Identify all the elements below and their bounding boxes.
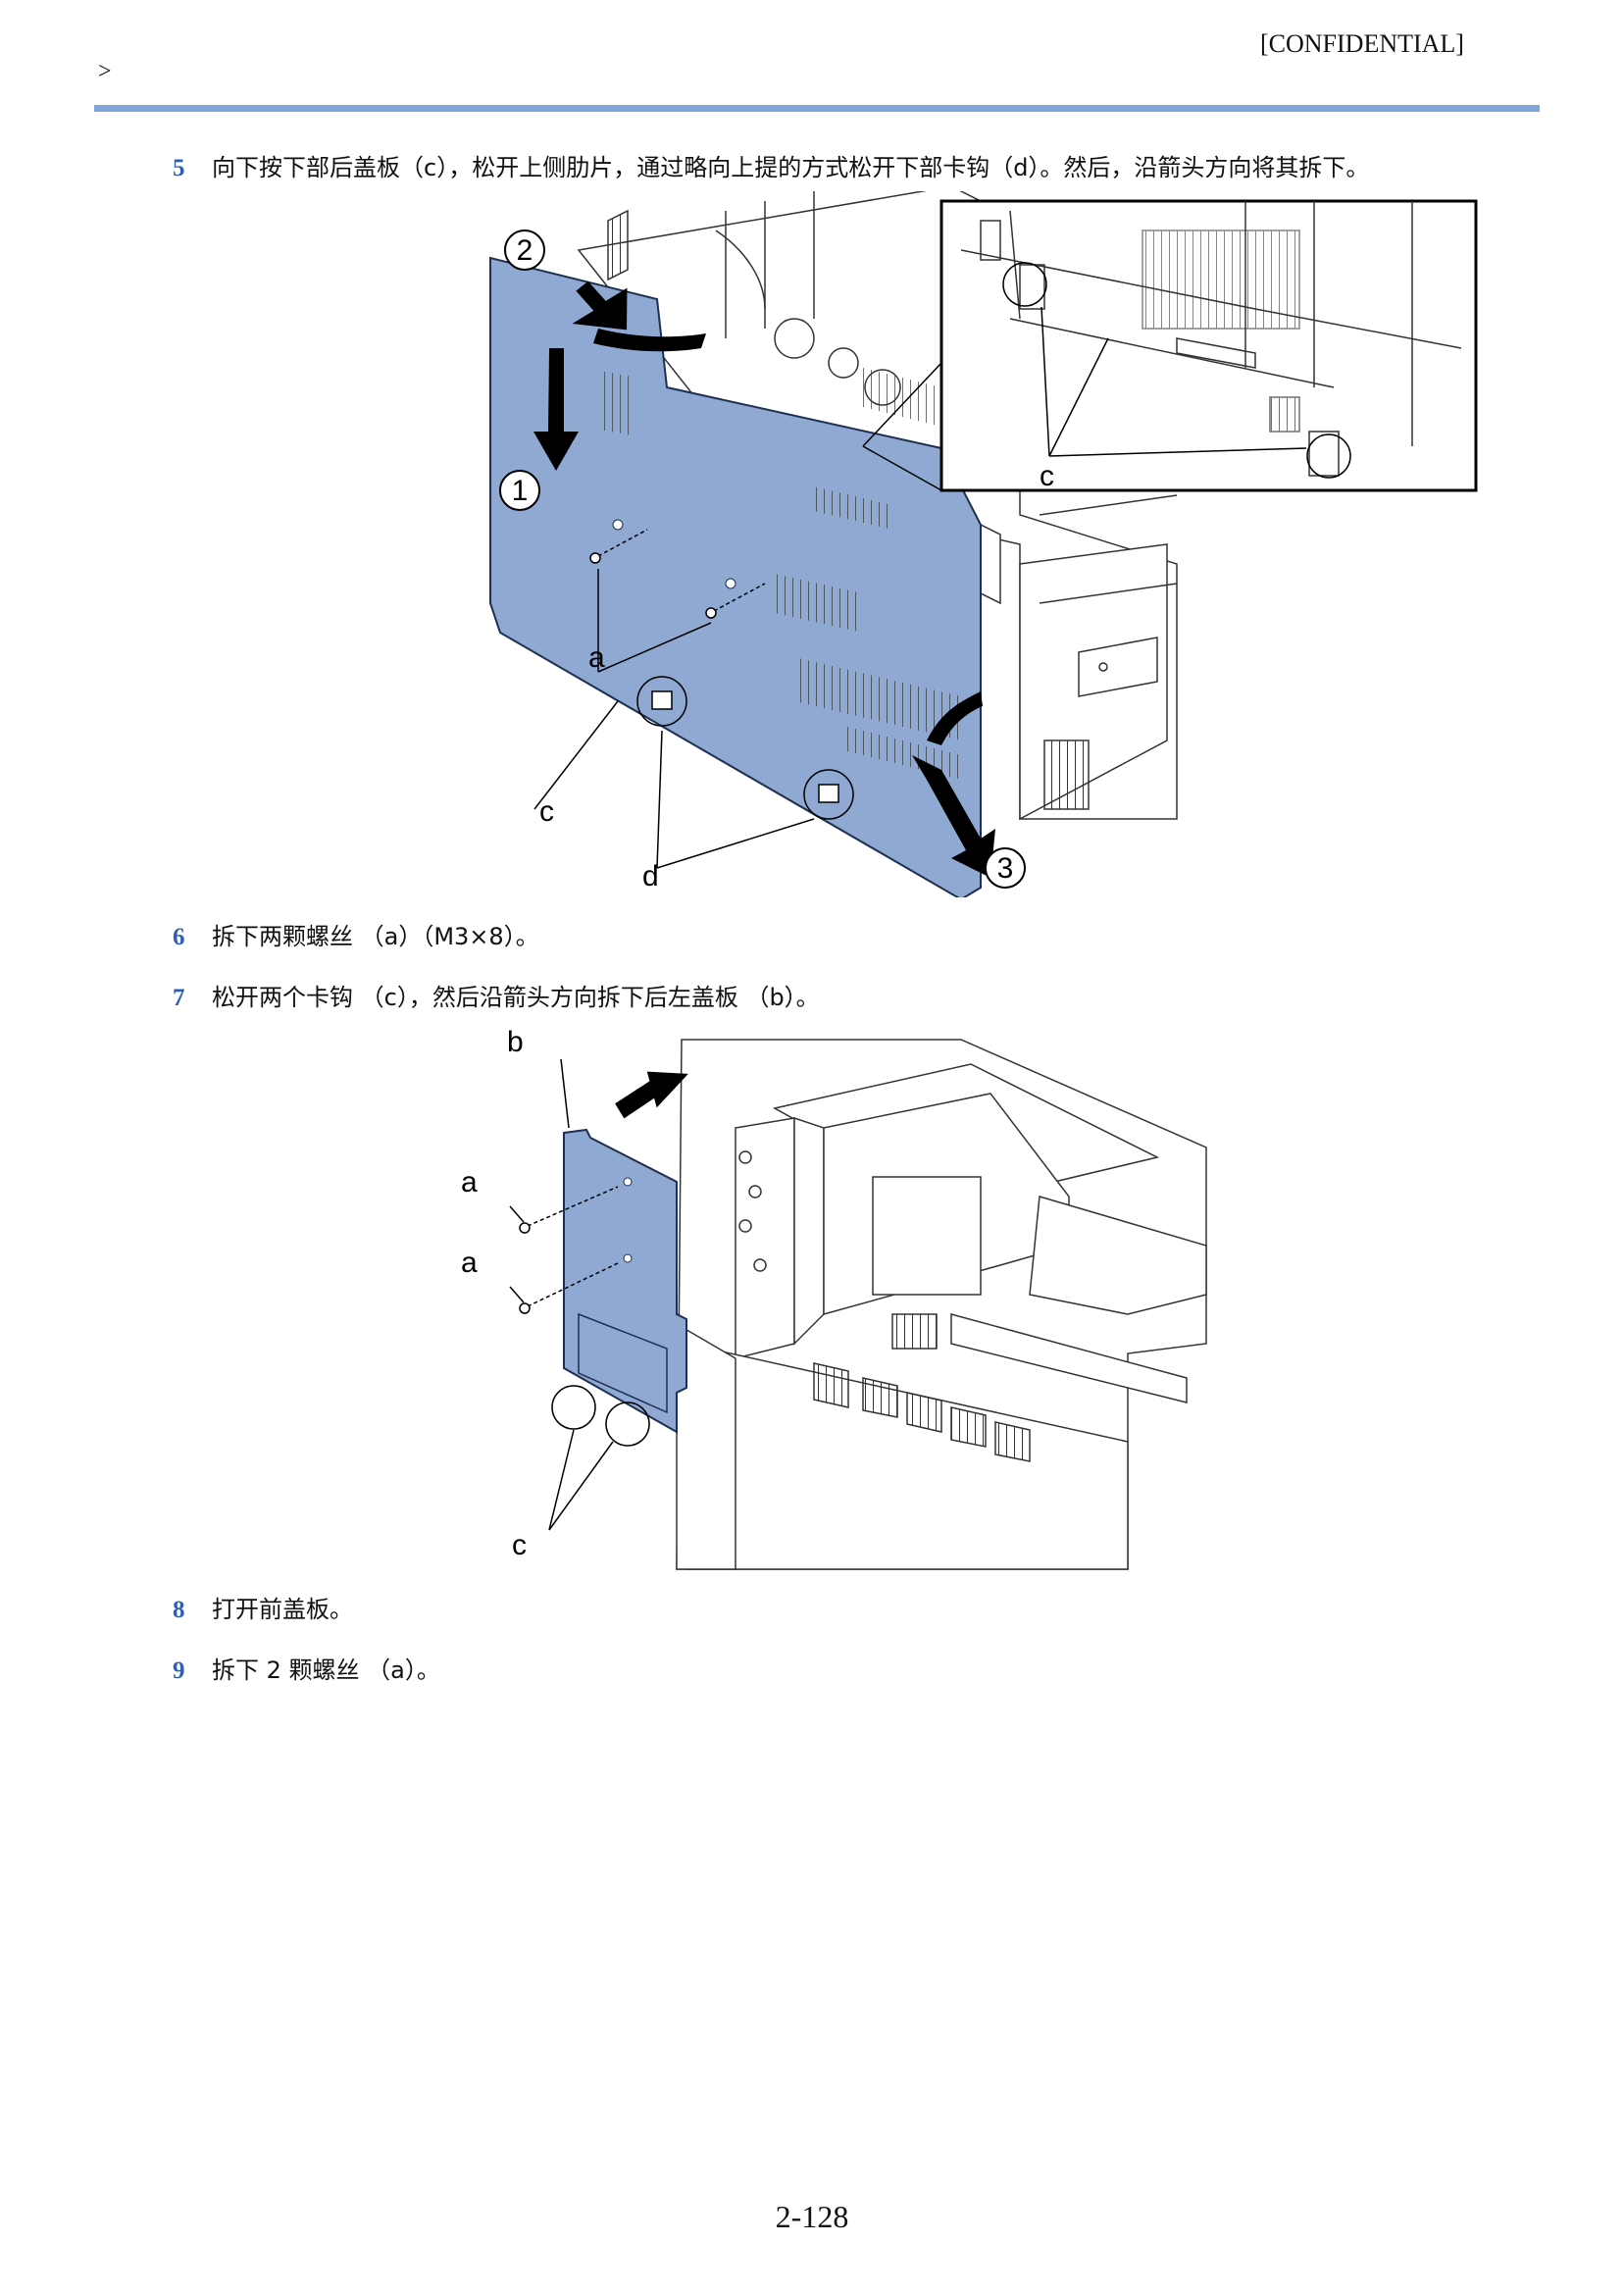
figure-rear-left-cover-removal: b a a c	[461, 1026, 1207, 1570]
step-number: 8	[173, 1597, 185, 1623]
label-d: d	[642, 860, 659, 892]
step-text: 拆下两颗螺丝 （a）（M3×8）。	[212, 923, 539, 950]
step-number: 9	[173, 1657, 185, 1684]
panel-vents	[775, 368, 961, 780]
screws-a	[509, 1186, 619, 1314]
step-text: 松开两个卡钩 （c），然后沿箭头方向拆下后左盖板 （b）。	[212, 984, 820, 1011]
arrow-curve-bottom	[927, 691, 983, 745]
label-a-2: a	[461, 1247, 478, 1279]
callout-circle-2	[504, 229, 545, 271]
arrow-remove	[615, 1071, 688, 1119]
step-5: 5 向下按下部后盖板（c），松开上侧肋片，通过略向上提的方式松开下部卡钩（d）。然…	[173, 153, 1369, 183]
rear-lower-cover-panel	[489, 256, 982, 897]
callout-circle-3	[985, 847, 1026, 889]
page-number: 2-128	[775, 2199, 849, 2234]
label-b: b	[507, 1026, 524, 1058]
step-number: 5	[173, 155, 185, 181]
arrow-remove	[912, 755, 995, 878]
step-callouts	[499, 229, 1026, 889]
step-number: 7	[173, 985, 185, 1011]
step-text: 打开前盖板。	[212, 1596, 353, 1623]
step-6: 6 拆下两颗螺丝 （a）（M3×8）。	[173, 922, 539, 952]
label-a: a	[588, 641, 605, 674]
screws-a	[589, 529, 766, 619]
step-text: 拆下 2 颗螺丝 （a）。	[212, 1657, 440, 1684]
arrow-push-down	[533, 348, 579, 471]
breadcrumb: >	[98, 59, 112, 84]
callout-3: 3	[997, 852, 1014, 885]
machine-body	[676, 1039, 1207, 1570]
figure-rear-lower-cover-removal: 2 1 3 a c d c	[489, 191, 1478, 897]
step-number: 6	[173, 924, 185, 950]
step-7: 7 松开两个卡钩 （c），然后沿箭头方向拆下后左盖板 （b）。	[173, 983, 820, 1013]
step-9: 9 拆下 2 颗螺丝 （a）。	[173, 1656, 440, 1686]
leader-lines	[548, 1058, 614, 1531]
callout-1: 1	[512, 475, 529, 507]
callout-circle-1	[499, 470, 540, 511]
header-divider	[94, 105, 1540, 112]
label-a-1: a	[461, 1166, 478, 1198]
step-text: 向下按下部后盖板（c），松开上侧肋片，通过略向上提的方式松开下部卡钩（d）。然后…	[212, 154, 1370, 181]
confidential-label: [CONFIDENTIAL]	[1260, 29, 1464, 58]
arrow-lift-up	[572, 280, 628, 331]
rear-left-cover-panel	[563, 1128, 687, 1434]
inset-detail: c	[862, 199, 1478, 492]
hook-markers-d	[636, 676, 854, 820]
leader-lines	[533, 569, 815, 869]
hook-markers-c	[551, 1385, 650, 1447]
arrow-curve-top	[593, 329, 706, 352]
callout-2: 2	[517, 234, 533, 267]
inset-label-c: c	[1040, 460, 1054, 492]
direction-arrows	[533, 280, 995, 878]
label-c: c	[512, 1529, 527, 1561]
label-c: c	[539, 795, 554, 828]
step-8: 8 打开前盖板。	[173, 1595, 353, 1625]
